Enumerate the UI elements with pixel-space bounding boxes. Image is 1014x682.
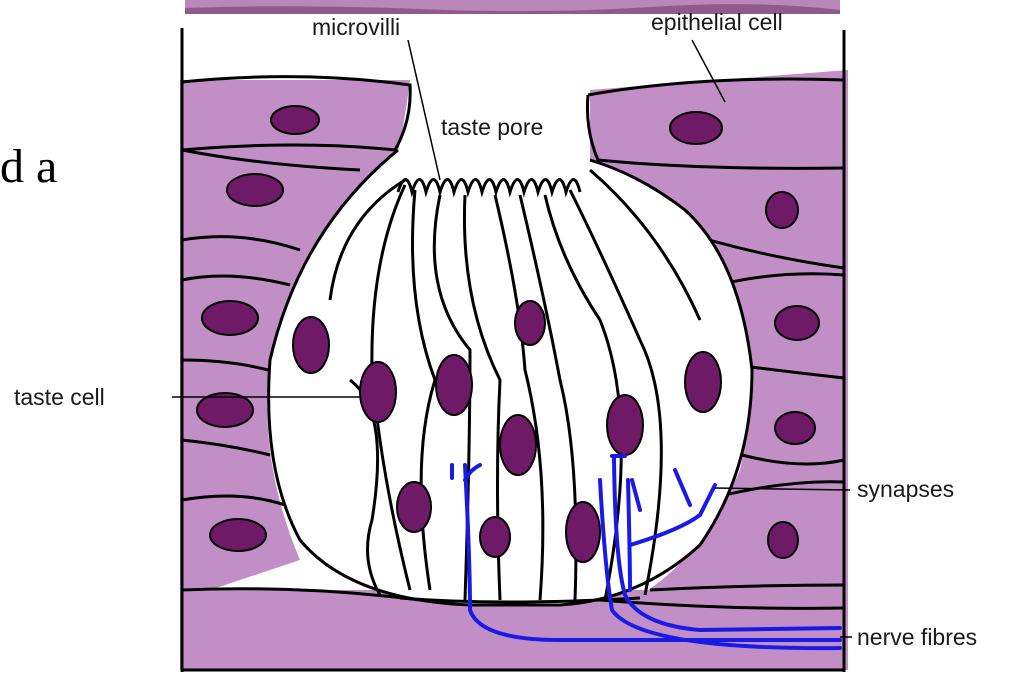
nucleus [293,317,329,373]
nucleus [360,362,396,422]
nucleus [500,415,536,475]
nucleus [607,395,643,455]
slide-text-fragment: d a [0,143,57,191]
nucleus [775,412,815,444]
nucleus [515,301,545,345]
nucleus [397,482,431,532]
nucleus [436,355,472,415]
label-epithelial-cell: epithelial cell [651,11,783,34]
nucleus [768,522,798,558]
nucleus [480,517,510,557]
nucleus [766,192,798,228]
nucleus [685,352,721,412]
nucleus [775,306,819,340]
label-synapses: synapses [857,478,954,501]
label-nerve-fibres: nerve fibres [857,626,977,649]
label-taste-pore: taste pore [441,116,543,139]
label-taste-cell: taste cell [14,386,105,409]
nucleus [210,519,266,551]
nucleus [197,393,253,427]
nucleus [271,106,319,134]
nucleus [202,301,258,335]
nucleus [566,502,600,562]
nucleus [227,174,283,206]
label-microvilli: microvilli [312,16,400,39]
nucleus [670,112,722,144]
